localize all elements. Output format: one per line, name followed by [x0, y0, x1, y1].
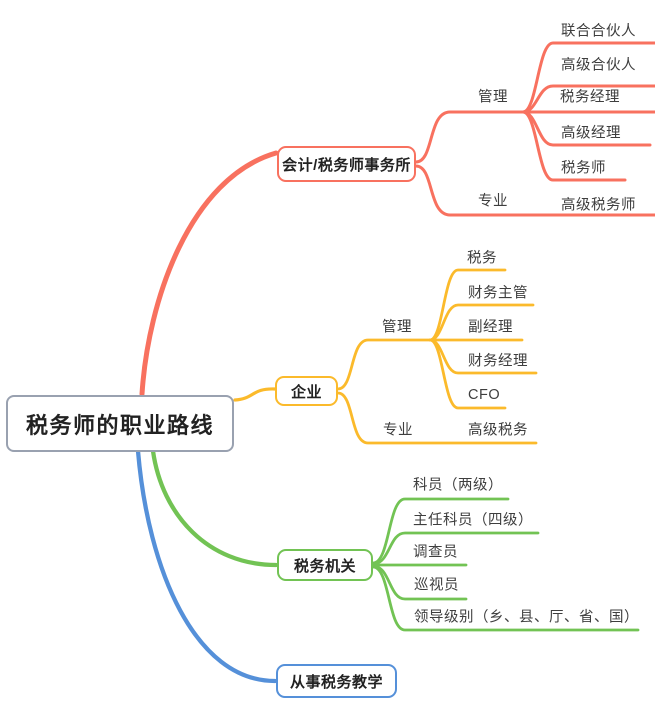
connector-curve — [521, 84, 655, 114]
connector-curve — [336, 391, 538, 445]
connector-curve — [371, 564, 468, 601]
connector-curve — [428, 303, 535, 342]
leaf-label[interactable]: 主任科员（四级） — [413, 512, 533, 529]
connector-curve — [371, 497, 510, 565]
connector-curve — [371, 531, 540, 566]
leaf-label[interactable]: 巡视员 — [414, 577, 459, 594]
group-label[interactable]: 专业 — [383, 422, 413, 439]
leaf-label[interactable]: 领导级别（乡、县、厅、省、国） — [414, 609, 639, 626]
branch-node-3[interactable]: 从事税务教学 — [276, 664, 397, 698]
group-label[interactable]: 专业 — [478, 193, 508, 210]
leaf-label[interactable]: 财务经理 — [468, 353, 528, 370]
leaf-label[interactable]: 高级经理 — [561, 125, 621, 142]
leaf-label[interactable]: 高级税务师 — [561, 197, 636, 214]
group-label[interactable]: 管理 — [382, 319, 412, 336]
branch-node-1[interactable]: 企业 — [275, 376, 338, 406]
connector-curve — [521, 41, 655, 114]
leaf-label[interactable]: 高级合伙人 — [561, 57, 636, 74]
group-label[interactable]: 管理 — [478, 89, 508, 106]
connector-curve — [135, 448, 278, 684]
connector-curve — [521, 110, 627, 182]
leaf-label[interactable]: 科员（两级） — [413, 477, 503, 494]
leaf-label[interactable]: 副经理 — [468, 319, 513, 336]
connector-curve — [414, 110, 655, 164]
leaf-label[interactable]: 税务 — [467, 250, 497, 267]
root-node[interactable]: 税务师的职业路线 — [6, 395, 234, 452]
branch-node-0[interactable]: 会计/税务师事务所 — [277, 146, 416, 182]
connector-curve — [233, 387, 277, 402]
leaf-label[interactable]: CFO — [468, 387, 501, 403]
branch-node-2[interactable]: 税务机关 — [277, 549, 373, 581]
leaf-label[interactable]: 财务主管 — [468, 285, 528, 302]
leaf-label[interactable]: 联合合伙人 — [561, 23, 636, 40]
connector-curve — [414, 164, 655, 217]
leaf-label[interactable]: 调查员 — [413, 544, 458, 561]
connector-curve — [428, 338, 507, 410]
connector-curve — [139, 150, 279, 397]
leaf-label[interactable]: 税务师 — [561, 160, 606, 177]
connector-curve — [336, 338, 524, 391]
leaf-label[interactable]: 税务经理 — [560, 89, 620, 106]
leaf-label[interactable]: 高级税务 — [468, 422, 528, 439]
connector-curve — [371, 565, 640, 632]
connector-curve — [150, 448, 279, 568]
